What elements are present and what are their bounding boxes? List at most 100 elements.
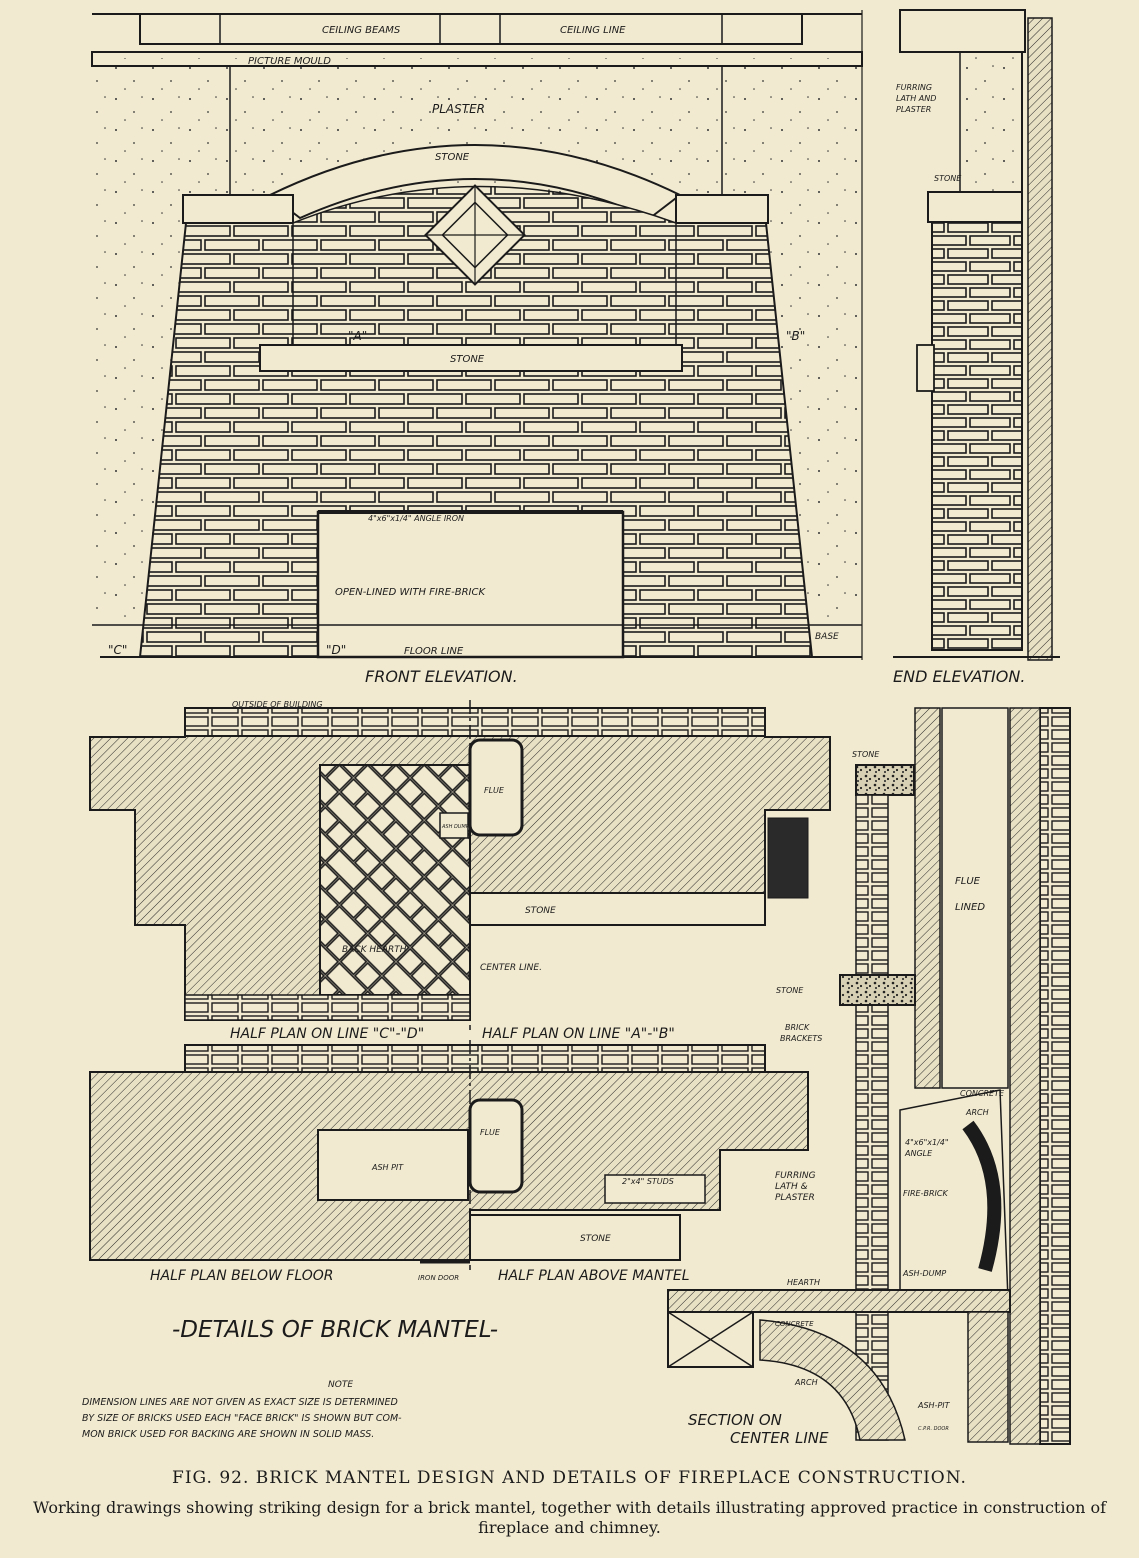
iron-door-label: IRON DOOR (418, 1274, 459, 1282)
stone-springer-left (182, 194, 294, 224)
section-arch-lower-label: ARCH (794, 1378, 818, 1387)
front-elevation-title: FRONT ELEVATION. (365, 667, 518, 686)
end-elevation-title: END ELEVATION. (893, 667, 1025, 686)
hearth-front-row (184, 994, 471, 1021)
section-angle-label: ANGLE (904, 1149, 933, 1158)
angle-iron-label: 4"x6"x1/4" ANGLE IRON (368, 514, 464, 523)
opening-label: OPEN-LINED WITH FIRE-BRICK (335, 587, 486, 598)
lower-face-brick-row (184, 1044, 766, 1073)
ceiling-beam-box (139, 13, 803, 45)
section-stone-top (855, 764, 915, 796)
upper-stone-label: STONE (525, 906, 556, 916)
end-brick-face (931, 221, 1023, 651)
figure-description: Working drawings showing striking design… (32, 1498, 1107, 1537)
section-concrete-lower-label: CONCRETE (775, 1320, 814, 1328)
section-brackets-label: BRACKETS (780, 1034, 822, 1043)
ash-pit-box (317, 1129, 469, 1201)
front-elevation: CEILING BEAMS CEILING LINE PICTURE MOULD… (91, 10, 863, 686)
note-line-1: DIMENSION LINES ARE NOT GIVEN AS EXACT S… (82, 1397, 398, 1408)
section-angle-dim-label: 4"x6"x1/4" (905, 1138, 949, 1147)
section-stone-mantel (839, 974, 916, 1006)
sheet-title: -DETAILS OF BRICK MANTEL- (172, 1317, 498, 1343)
center-line-label: CENTER LINE. (480, 963, 542, 973)
section-title-line2: CENTER LINE (730, 1429, 829, 1447)
marker-d-label: "D" (326, 643, 346, 657)
diamond-ornament (424, 184, 526, 286)
ash-pit-label: ASH PIT (371, 1163, 404, 1172)
lower-flue (468, 1098, 524, 1194)
stone-springer-right (675, 194, 769, 224)
end-lath-label: LATH AND (896, 94, 936, 103)
stone-arch-label: STONE (435, 152, 470, 163)
section-fire-brick-curve (962, 1120, 1002, 1272)
upper-face-brick-row (184, 707, 766, 737)
half-plan-above-title: HALF PLAN ABOVE MANTEL (498, 1268, 690, 1284)
section-stone-mantel-label: STONE (776, 986, 804, 995)
base-label: BASE (815, 632, 839, 642)
studs (604, 1174, 706, 1204)
lower-stone (469, 1214, 681, 1261)
section-chimney-bricks (1039, 707, 1071, 1445)
section-center-line: STONE FLUE LINED STONE BRICK BRACKETS CO… (667, 707, 1071, 1447)
section-ash-pit-door-label: C.P.R. DOOR (918, 1426, 949, 1432)
half-plans-lower: ASH PIT FLUE 2"x4" STUDS FURRING LATH & … (89, 1040, 816, 1284)
section-hearth (667, 1289, 1011, 1313)
end-chimney-wall (1027, 17, 1053, 661)
end-stone-label: STONE (934, 174, 962, 183)
floor-line-label: FLOOR LINE (404, 646, 464, 657)
lower-stone-label: STONE (580, 1234, 611, 1244)
note-heading: NOTE (328, 1380, 353, 1390)
section-title-line1: SECTION ON (688, 1411, 782, 1429)
section-lower-arch (759, 1319, 906, 1441)
section-fire-brick-label: FIRE-BRICK (903, 1189, 948, 1198)
section-flue-space (941, 707, 1009, 1089)
end-furring-label: FURRING (896, 83, 932, 92)
upper-wall-brick (767, 817, 809, 899)
stone-mantel-shelf (259, 344, 683, 372)
back-hearth-herringbone (319, 764, 471, 996)
end-elevation: FURRING LATH AND PLASTER STONE END ELEVA… (893, 9, 1060, 686)
section-stone-top-label: STONE (852, 750, 880, 759)
upper-flue-label: FLUE (484, 786, 505, 795)
section-ash-pit-label: ASH-PIT (917, 1401, 951, 1410)
end-plaster-label: PLASTER (896, 105, 931, 114)
end-plaster-wall (959, 51, 1023, 195)
upper-stone-hearth (469, 892, 766, 926)
half-plan-below-title: HALF PLAN BELOW FLOOR (150, 1268, 333, 1284)
upper-ash-dump (439, 812, 469, 839)
section-face-bricks (855, 794, 889, 1441)
end-stone-cap (927, 191, 1023, 223)
lath-label: LATH & (775, 1182, 808, 1192)
upper-ash-dump-label: ASH DUMP (441, 824, 469, 830)
outside-of-building-label: OUTSIDE OF BUILDING (232, 700, 323, 709)
ceiling-line-label: CEILING LINE (560, 25, 626, 36)
stone-arch (268, 144, 682, 220)
half-plan-cd-title: HALF PLAN ON LINE "C"-"D" (230, 1026, 424, 1042)
section-hearth-label: HEARTH (787, 1278, 820, 1287)
section-outer-hatch (1009, 707, 1041, 1445)
end-ceiling-box (899, 9, 1026, 53)
back-hearth-label: BACK HEARTH (342, 945, 407, 955)
ceiling-beams-label: CEILING BEAMS (322, 25, 401, 36)
note-line-2: BY SIZE OF BRICKS USED EACH "FACE BRICK"… (82, 1413, 402, 1424)
section-ash-dump-label: ASH-DUMP (902, 1269, 946, 1278)
plaster-plan-label: PLASTER (775, 1193, 815, 1203)
furring-label: FURRING (775, 1171, 816, 1181)
sheet-notes: -DETAILS OF BRICK MANTEL- NOTE DIMENSION… (82, 1317, 498, 1440)
section-brick-label: BRICK (785, 1023, 810, 1032)
half-plan-ab-title: HALF PLAN ON LINE "A"-"B" (482, 1026, 675, 1042)
marker-a-label: "A" (348, 329, 367, 343)
end-mantel-projection (916, 344, 935, 392)
half-plans-upper: OUTSIDE OF BUILDING FLUE ASH DUMP STONE … (89, 700, 831, 1042)
fireplace-opening (316, 510, 625, 659)
brick-mantel-drawing: CEILING BEAMS CEILING LINE PICTURE MOULD… (82, 9, 1071, 1447)
lower-flue-label: FLUE (480, 1128, 501, 1137)
plaster-label: PLASTER (432, 102, 485, 116)
section-joists (667, 1311, 754, 1368)
note-line-3: MON BRICK USED FOR BACKING ARE SHOWN IN … (82, 1429, 374, 1440)
section-flue-label: FLUE (955, 876, 981, 887)
section-arch-upper-label: ARCH (965, 1108, 989, 1117)
marker-b-label: "B" (786, 329, 805, 343)
studs-label: 2"x4" STUDS (622, 1177, 674, 1186)
section-ash-pit-wall (967, 1311, 1009, 1443)
